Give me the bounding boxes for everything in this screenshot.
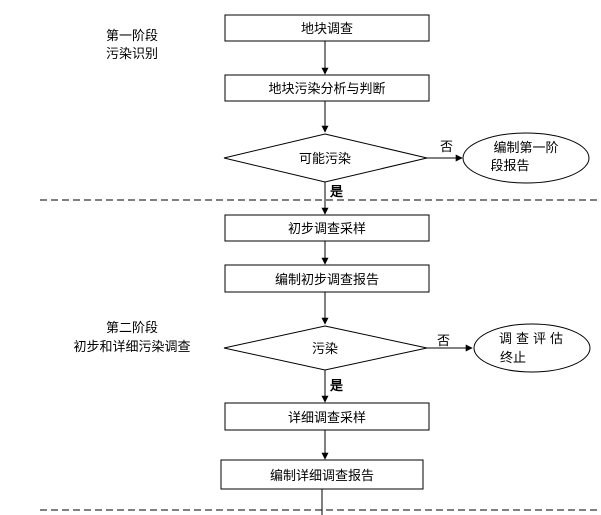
stage2-subtitle: 初步和详细污染调查 [73, 340, 190, 355]
site-survey-label: 地块调查 [301, 22, 353, 37]
site-survey-box [224, 14, 430, 42]
terminate-line2: 终止 [500, 350, 526, 366]
yes-label-1: 是 [329, 185, 344, 200]
pollution-analysis-box [224, 74, 430, 102]
stage2-title: 第二阶段 [106, 321, 158, 336]
detailed-sampling-label: 详细调查采样 [288, 411, 366, 426]
stage1-title: 第一阶段 [106, 29, 158, 44]
stage1-report-line1: 编制第一阶 [493, 141, 558, 156]
stage1-report-terminal [462, 132, 590, 184]
no-label-1: 否 [440, 140, 453, 155]
initial-sampling-box [224, 214, 430, 242]
initial-report-label: 编制初步调查报告 [275, 273, 379, 288]
initial-report-box [224, 264, 430, 293]
detailed-report-label: 编制详细调查报告 [270, 469, 374, 484]
no-label-2: 否 [437, 334, 450, 349]
yes-label-2: 是 [329, 379, 344, 394]
stage1-subtitle: 污染识别 [106, 47, 158, 62]
pollution-analysis-label: 地块污染分析与判断 [268, 82, 385, 97]
stage1-report-line2: 段报告 [490, 159, 529, 174]
initial-sampling-label: 初步调查采样 [288, 222, 366, 237]
possible-pollution-label: 可能污染 [299, 152, 351, 167]
detailed-sampling-box [224, 402, 430, 431]
pollution-label: 污染 [312, 342, 338, 357]
terminate-line1: 调查评估 [499, 332, 567, 347]
terminate-terminal [473, 323, 591, 373]
